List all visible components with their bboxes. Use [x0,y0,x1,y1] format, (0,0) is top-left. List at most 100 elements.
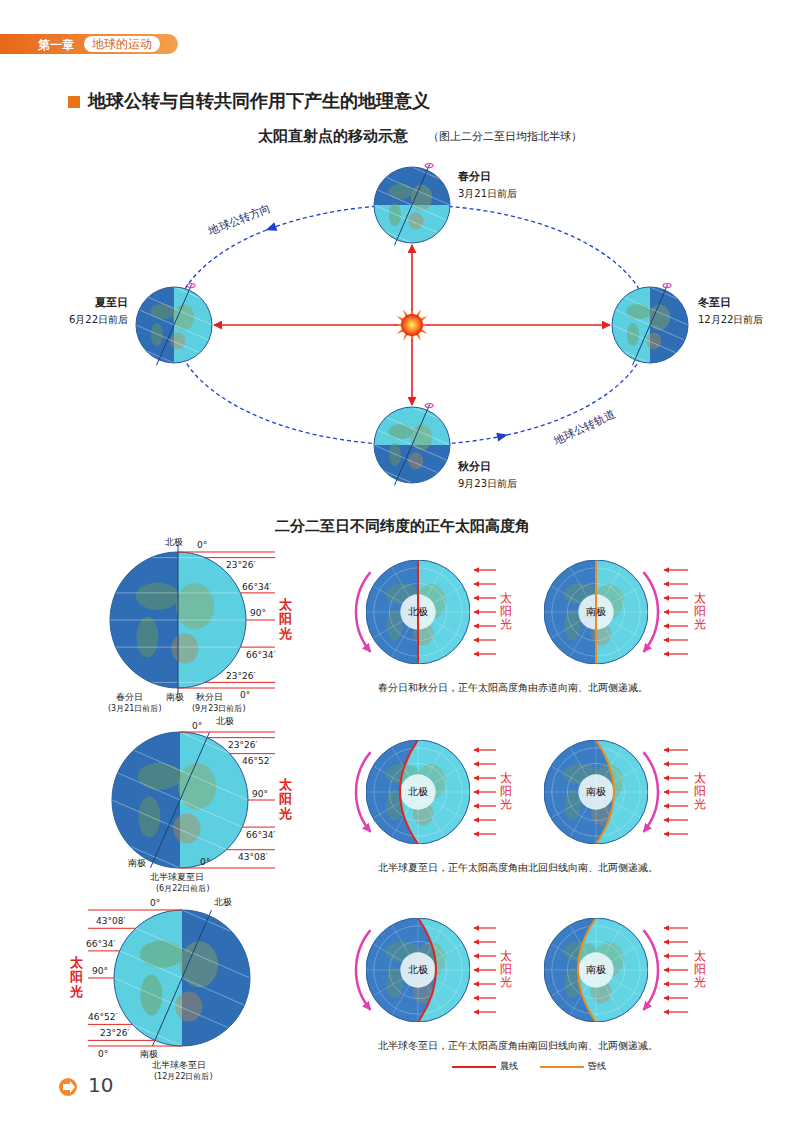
sun-ray-line [88,1040,155,1041]
sunlight-arrow [664,611,688,612]
land-area [388,424,412,439]
node-text: 北极 [408,785,428,799]
earth-day-side [114,910,182,1046]
sunlight-arrow [664,791,688,792]
season-earth: 秋分日9月23日前后 [374,407,450,483]
earth-surface [366,560,470,664]
sunlight-label: 太阳光 [70,956,83,999]
latitude-circle [552,748,640,836]
sun-ray-line [88,928,136,929]
sun-ray-line [230,753,275,754]
rotation-icon [425,404,433,408]
sunlight-arrow [664,969,688,970]
rotation-icon [663,284,671,288]
earth-outline [366,560,470,664]
angle-value: 23°26′ [226,560,255,570]
land-area [141,975,163,1016]
latitude-circle [389,941,446,998]
sunlight-arrow [474,597,496,598]
earth-globe-picture [374,167,450,243]
sunlight-arrow [474,955,496,956]
sunlight-label: 太阳光 [279,598,292,641]
caption-text: 春分日和秋分日，正午太阳高度角由赤道向南、北两侧递减。 [378,682,648,694]
legend-text: 晨线 [500,1060,518,1073]
node-text: 冬至日 [698,295,763,312]
sunlight-label: 太阳光 [500,592,512,632]
latitude-circle [389,763,446,820]
sun-ray-line [88,1046,182,1047]
latitude-circle [374,748,462,836]
earth-night-side [366,740,470,844]
land-area [411,184,432,210]
node-text: 南极 [586,785,606,799]
sunlight-arrow [474,927,496,928]
season-earth: 冬至日12月22日前后 [612,287,688,363]
earth-surface [366,740,470,844]
sunlight-arrow [474,983,496,984]
polar-view-earth: 北极 [366,740,470,844]
angle-value: 0° [200,857,210,867]
sun-ray-line [226,849,275,850]
sun-ray-line [88,910,182,911]
sunlight-arrow [474,639,496,640]
date-caption: 秋分日9月23日前后 [458,459,517,491]
sunlight-label: 太阳光 [500,772,512,812]
page-number: 10 [88,1074,113,1097]
polar-view-earth: 南极 [544,918,648,1022]
sun-ray-line [205,557,275,558]
sun-symbol [394,307,430,343]
caption-text: 北半球冬至日，正午太阳高度角由南回归线向南、北两侧递减。 [378,1040,658,1052]
land-area [626,304,650,319]
latitude-circle [552,926,640,1014]
sunlight-arrow [664,983,688,984]
land-area [411,424,432,450]
sunlight-arrow [474,833,496,834]
sunlight-arrow [474,1011,496,1012]
earth-night-side [544,918,648,1022]
sun-ray-line [240,592,275,593]
date-note: (3月21日前后) [108,704,162,713]
date-caption: 冬至日12月22日前后 [698,295,763,327]
earth-night-side [114,910,250,1046]
sunlight-label: 太阳光 [279,778,292,821]
sunlight-arrow [474,969,496,970]
angle-value: 66°34′ [246,830,275,840]
date-caption: 夏至日6月22日前后 [69,295,128,327]
pole-caption: 北极 [366,740,470,844]
earth-night-side [544,560,648,664]
earth-outline [366,740,470,844]
angle-value: 23°26′ [226,671,255,681]
sun-ray-line [88,978,114,979]
sunlight-arrow [664,1011,688,1012]
sunlight-arrow [664,639,688,640]
legend-text: 昏线 [588,1060,606,1073]
polar-view-earth: 南极 [544,560,648,664]
sunlight-arrow [664,763,688,764]
date-note: (12月22日前后) [154,1072,213,1081]
angle-value: 0° [150,898,160,908]
land-area [564,609,581,640]
land-area [176,583,214,629]
earth-globe [112,732,248,868]
sunlight-label: 太阳光 [500,950,512,990]
earth-axis [178,546,179,694]
earth-day-side [400,740,470,844]
earth-outline [544,918,648,1022]
season-earth: 夏至日6月22日前后 [136,287,212,363]
pole-caption: 北极 [366,560,470,664]
sunlight-arrow [426,324,610,326]
sunlight-arrow [664,819,688,820]
pole-label: 北极 [165,537,183,547]
sun-ray-line [180,868,275,869]
land-area [388,184,412,199]
sunlight-arrow [474,997,496,998]
legend-line-sample [540,1062,584,1072]
polar-region [578,774,613,809]
sunlight-arrow [664,583,688,584]
land-area [178,763,216,809]
sunlight-arrow [474,763,496,764]
node-text: 南极 [586,963,606,977]
pole-label: 南极 [166,692,184,702]
node-text: 秋分日 [458,459,517,476]
